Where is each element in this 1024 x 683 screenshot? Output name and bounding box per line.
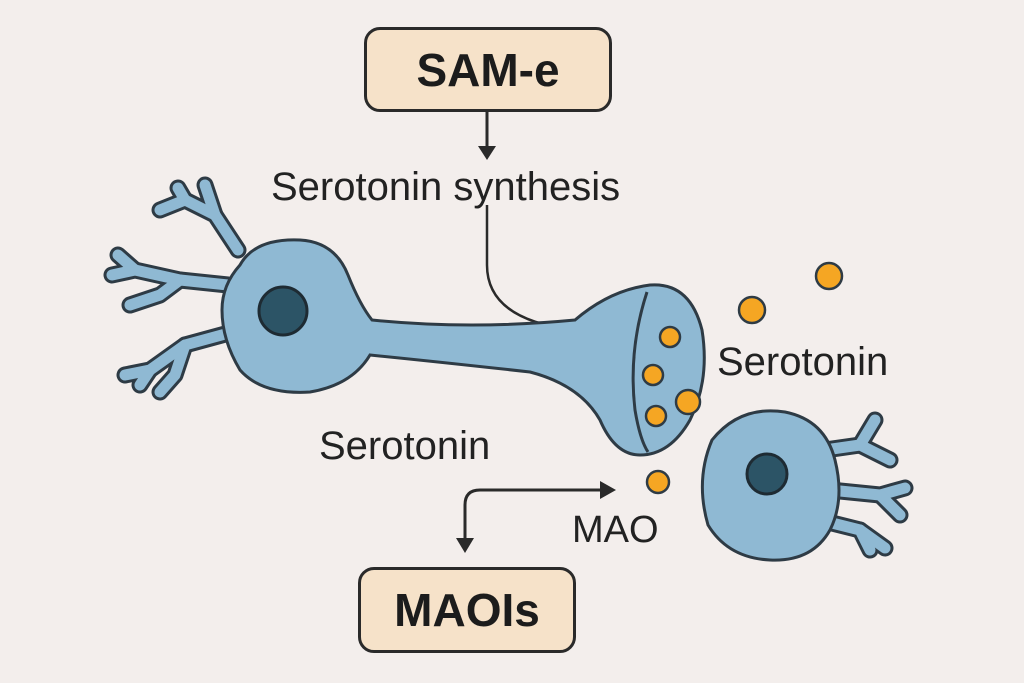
mao-label: MAO [572,509,659,551]
synthesis-connector-line [485,205,576,332]
same-to-synthesis-arrow [478,112,496,160]
presynaptic-neuron [220,238,706,457]
maois-box: MAOIs [358,567,576,653]
serotonin-label-left: Serotonin [319,424,491,468]
axon-terminal-membrane [631,291,650,453]
serotonin-label-right: Serotonin [717,340,889,384]
same-label: SAM-e [416,43,560,96]
presynaptic-dendrites [103,176,249,401]
presynaptic-nucleus [257,285,309,337]
maois-label: MAOIs [394,584,540,636]
postsynaptic-dendrites [811,411,914,559]
postsynaptic-nucleus [745,452,789,496]
same-box: SAM-e [364,27,612,112]
serotonin-synthesis-label: Serotonin synthesis [271,165,621,209]
serotonin-molecules-released [645,261,844,495]
serotonin-vesicles-inside [641,325,682,428]
mao-bracket-arrow [456,481,616,553]
